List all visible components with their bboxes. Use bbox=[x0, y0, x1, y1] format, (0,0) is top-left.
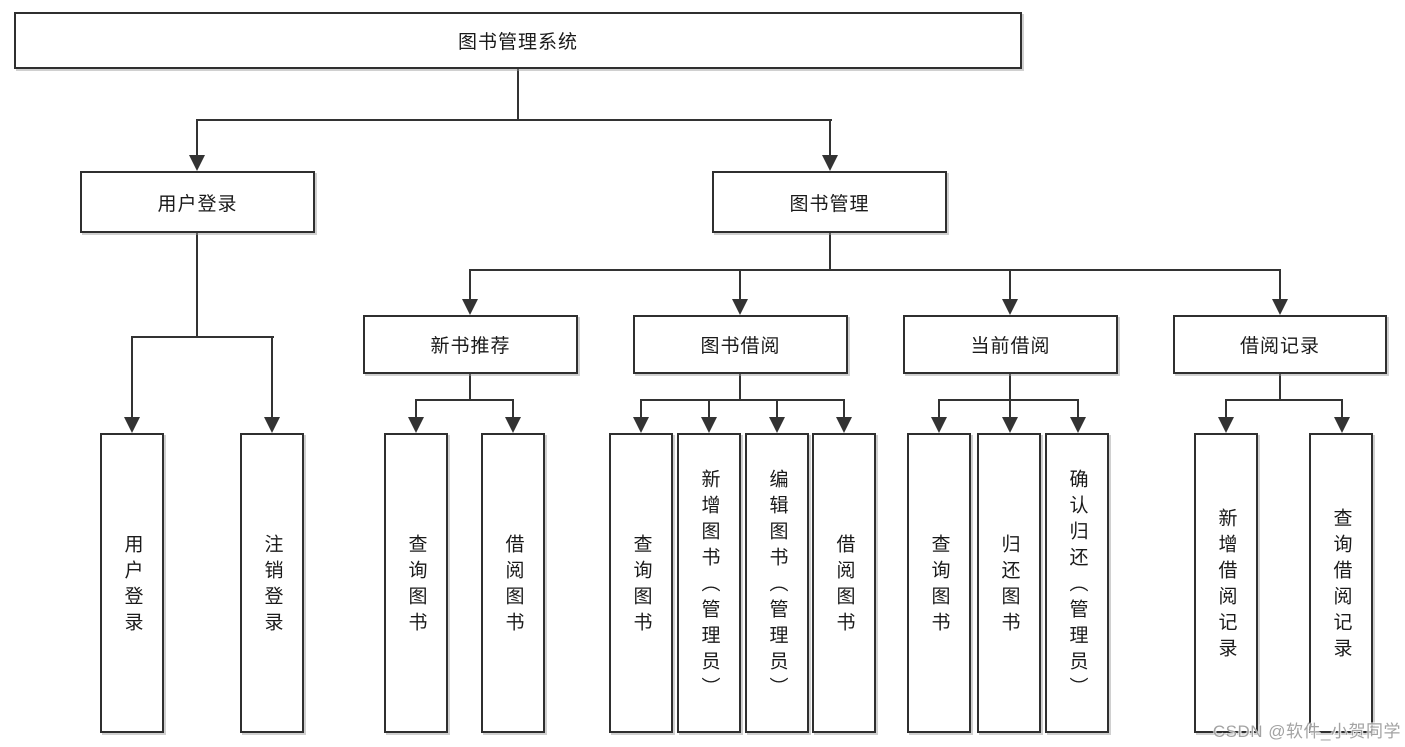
leaf-borrow-books-borrow: 借阅图书 bbox=[812, 433, 876, 733]
leaf-query-books-current: 查询图书 bbox=[907, 433, 971, 733]
connector-book-management-split bbox=[462, 233, 1288, 315]
arrowhead-down bbox=[633, 417, 649, 433]
node-current-borrow: 当前借阅 bbox=[903, 315, 1118, 374]
connector-user-login-split bbox=[124, 233, 280, 433]
arrowhead-down bbox=[701, 417, 717, 433]
arrowhead-down bbox=[189, 155, 205, 171]
connector-borrow-records-split bbox=[1218, 373, 1350, 433]
leaf-return-book: 归还图书 bbox=[977, 433, 1041, 733]
arrowhead-down bbox=[822, 155, 838, 171]
arrowhead-down bbox=[769, 417, 785, 433]
arrowhead-down bbox=[732, 299, 748, 315]
leaf-edit-book-admin: 编辑图书（管理员） bbox=[745, 433, 809, 733]
leaf-query-books-recommend: 查询图书 bbox=[384, 433, 448, 733]
connector-current-borrow-split bbox=[931, 373, 1086, 433]
node-book-borrow: 图书借阅 bbox=[633, 315, 848, 374]
arrowhead-down bbox=[931, 417, 947, 433]
leaf-add-borrow-record: 新增借阅记录 bbox=[1194, 433, 1258, 733]
leaf-borrow-books-recommend: 借阅图书 bbox=[481, 433, 545, 733]
leaf-query-borrow-record: 查询借阅记录 bbox=[1309, 433, 1373, 733]
node-root: 图书管理系统 bbox=[14, 12, 1022, 69]
connector-new-book-recommend-split bbox=[408, 373, 521, 433]
arrowhead-down bbox=[1002, 417, 1018, 433]
arrowhead-down bbox=[1218, 417, 1234, 433]
node-new-book-recommend: 新书推荐 bbox=[363, 315, 578, 374]
leaf-confirm-return-admin: 确认归还（管理员） bbox=[1045, 433, 1109, 733]
arrowhead-down bbox=[1272, 299, 1288, 315]
connector-root-split bbox=[189, 68, 838, 171]
leaf-query-books-borrow: 查询图书 bbox=[609, 433, 673, 733]
arrowhead-down bbox=[1070, 417, 1086, 433]
arrowhead-down bbox=[836, 417, 852, 433]
csdn-watermark: CSDN @软件_小贺同学 bbox=[1212, 722, 1401, 741]
arrowhead-down bbox=[462, 299, 478, 315]
arrowhead-down bbox=[124, 417, 140, 433]
arrowhead-down bbox=[408, 417, 424, 433]
leaf-add-book-admin: 新增图书（管理员） bbox=[677, 433, 741, 733]
node-borrow-records: 借阅记录 bbox=[1173, 315, 1387, 374]
arrowhead-down bbox=[264, 417, 280, 433]
node-book-management: 图书管理 bbox=[712, 171, 947, 233]
arrowhead-down bbox=[1002, 299, 1018, 315]
connector-book-borrow-split bbox=[633, 373, 852, 433]
node-user-login: 用户登录 bbox=[80, 171, 315, 233]
arrowhead-down bbox=[1334, 417, 1350, 433]
leaf-user-login: 用户登录 bbox=[100, 433, 164, 733]
leaf-logout: 注销登录 bbox=[240, 433, 304, 733]
arrowhead-down bbox=[505, 417, 521, 433]
